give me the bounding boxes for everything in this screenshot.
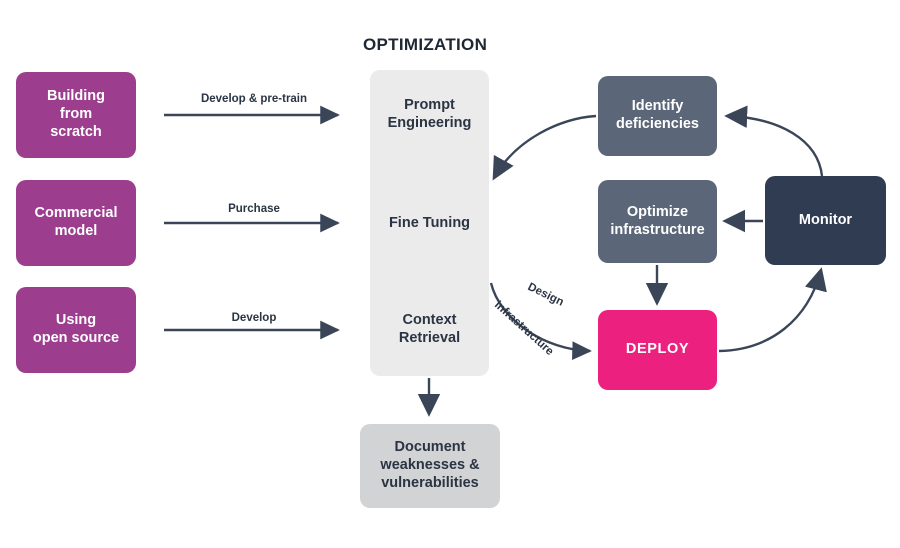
optimization-stage-prompt-engineering[interactable]: Prompt Engineering (387, 97, 472, 131)
arrow-monitor-to-identify (724, 105, 824, 177)
arrow-identify-to-optimization (492, 114, 597, 181)
source-label: Building from scratch (47, 88, 105, 140)
optimization-stage-fine-tuning[interactable]: Fine Tuning (388, 215, 471, 231)
monitor-label: Monitor (798, 211, 853, 228)
source-node-using-open-source[interactable]: Using open source (16, 287, 136, 373)
optimization-column[interactable] (370, 70, 489, 376)
deploy-label: DEPLOY (625, 341, 690, 358)
edge-label-design: Design (525, 281, 566, 309)
identify-deficiencies-node[interactable]: Identify deficiencies (598, 76, 717, 156)
edge-label-purchase: Purchase (228, 203, 280, 215)
document-weaknesses-node[interactable]: Document weaknesses & vulnerabilities (360, 424, 500, 508)
edge-label-develop: Develop (231, 312, 277, 324)
edge-label-infrastructure: infrastructure (491, 299, 556, 358)
source-node-building-from-scratch[interactable]: Building from scratch (16, 72, 136, 158)
page-title: OPTIMIZATION (363, 35, 488, 54)
identify-deficiencies-label: Identify deficiencies (615, 98, 699, 132)
optimization-stage-context-retrieval[interactable]: Context Retrieval (398, 312, 461, 346)
deploy-node[interactable]: DEPLOY (598, 310, 717, 390)
document-label: Document weaknesses & vulnerabilities (380, 439, 480, 491)
source-label: Commercial model (34, 205, 118, 239)
optimize-infrastructure-node[interactable]: Optimize infrastructure (598, 180, 717, 263)
source-node-commercial-model[interactable]: Commercial model (16, 180, 136, 266)
edge-label-develop-pretrain: Develop & pre-train (200, 93, 308, 105)
arrow-deploy-to-monitor (718, 267, 827, 353)
optimize-infrastructure-label: Optimize infrastructure (610, 203, 705, 238)
source-label: Using open source (32, 312, 120, 346)
monitor-node[interactable]: Monitor (765, 176, 886, 265)
